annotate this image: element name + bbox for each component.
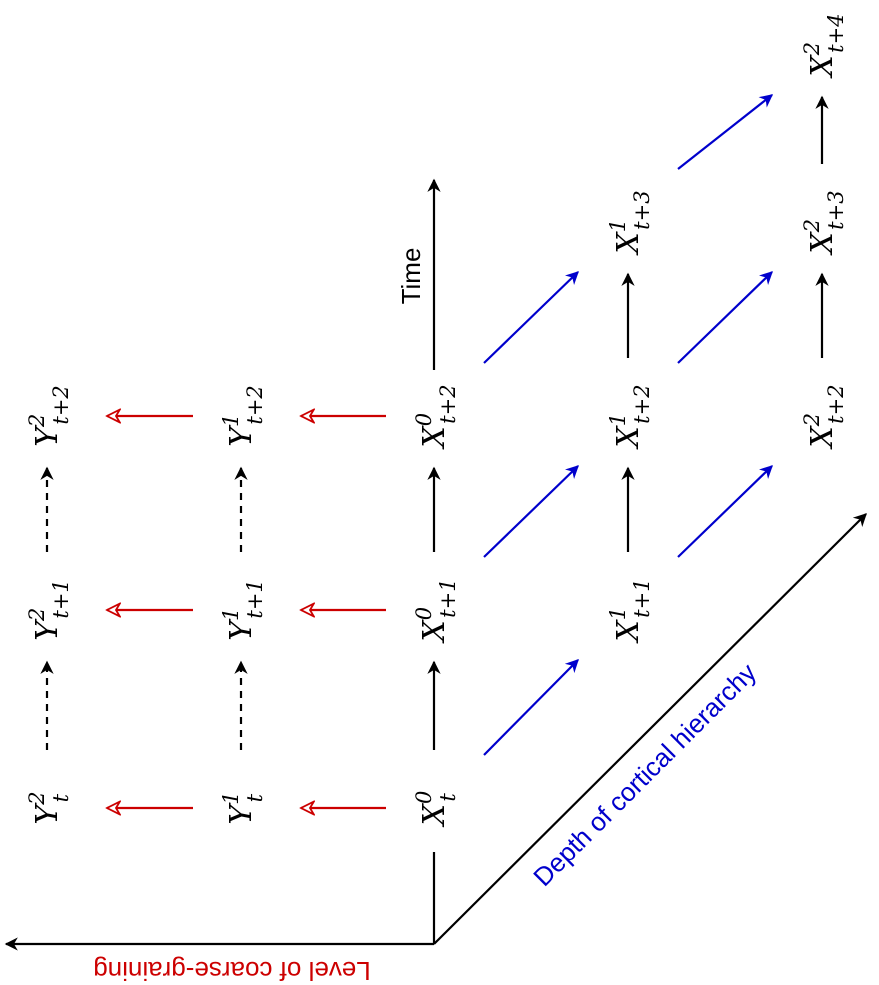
node-subscript: t+1 bbox=[436, 578, 460, 617]
node-variable: Y bbox=[30, 802, 65, 825]
node-superscript: 1 bbox=[219, 608, 243, 621]
node-superscript: 1 bbox=[219, 414, 243, 427]
node-variable: X bbox=[805, 54, 840, 79]
node-variable: X bbox=[611, 425, 646, 450]
node-superscript: 0 bbox=[412, 607, 436, 620]
node-y2-t1: Y2t+1 bbox=[25, 579, 73, 641]
node-superscript: 0 bbox=[412, 791, 436, 804]
time-axis-label: Time bbox=[396, 248, 426, 305]
node-subscript: t+2 bbox=[49, 385, 73, 424]
node-x0-t1: X0t+1 bbox=[412, 578, 460, 643]
depth-axis-line bbox=[433, 513, 867, 945]
node-x2-t3: X2t+3 bbox=[800, 190, 848, 255]
node-variable: X bbox=[611, 231, 646, 256]
depth-axis-label: Depth of cortical hierarchy bbox=[527, 657, 762, 892]
nodes: Y2tY2t+1Y2t+2Y1tY1t+1Y1t+2X0tX0t+1X0t+2X… bbox=[25, 13, 848, 827]
node-y2-t2: Y2t+2 bbox=[25, 385, 73, 447]
node-subscript: t bbox=[243, 793, 267, 802]
node-x0-t2: X0t+2 bbox=[412, 384, 460, 449]
node-x1-t1: X1t+1 bbox=[606, 578, 654, 643]
node-superscript: 1 bbox=[219, 791, 243, 804]
edges bbox=[40, 94, 829, 808]
node-variable: X bbox=[417, 802, 452, 827]
node-y1-t2: Y1t+2 bbox=[219, 385, 267, 447]
node-x2-t2: X2t+2 bbox=[800, 384, 848, 449]
node-variable: X bbox=[611, 619, 646, 644]
depth-arrow-x1_t2-to-x2_t3 bbox=[677, 271, 773, 364]
node-superscript: 2 bbox=[800, 219, 824, 233]
node-variable: Y bbox=[224, 424, 259, 447]
node-superscript: 2 bbox=[800, 413, 824, 427]
node-x0-t: X0t bbox=[412, 791, 460, 828]
depth-arrow-x1_t3-to-x2_t4 bbox=[677, 94, 774, 170]
node-y1-t: Y1t bbox=[219, 791, 267, 824]
node-variable: Y bbox=[224, 618, 259, 641]
node-superscript: 2 bbox=[25, 608, 49, 622]
node-variable: Y bbox=[30, 424, 65, 447]
coarse-axis-label: Level of coarse-graining bbox=[93, 956, 371, 985]
node-superscript: 1 bbox=[606, 413, 630, 426]
node-subscript: t+2 bbox=[243, 385, 267, 424]
node-y1-t1: Y1t+1 bbox=[219, 579, 267, 641]
node-subscript: t bbox=[49, 793, 73, 802]
node-y2-t: Y2t bbox=[25, 791, 73, 824]
node-subscript: t+4 bbox=[824, 13, 848, 52]
node-variable: X bbox=[805, 425, 840, 450]
node-variable: X bbox=[417, 425, 452, 450]
node-subscript: t bbox=[436, 793, 460, 802]
depth-arrow-x0_t2-to-x1_t3 bbox=[483, 271, 579, 364]
node-x2-t4: X2t+4 bbox=[800, 13, 848, 78]
node-variable: Y bbox=[30, 618, 65, 641]
node-subscript: t+1 bbox=[630, 578, 654, 617]
depth-arrow-x0_t-to-x1_t1 bbox=[483, 659, 579, 756]
depth-arrow-x0_t1-to-x1_t2 bbox=[483, 465, 579, 558]
node-variable: X bbox=[805, 231, 840, 256]
node-subscript: t+2 bbox=[436, 384, 460, 423]
node-variable: Y bbox=[224, 802, 259, 825]
node-superscript: 1 bbox=[606, 607, 630, 620]
node-variable: X bbox=[417, 619, 452, 644]
node-superscript: 0 bbox=[412, 413, 436, 426]
node-subscript: t+3 bbox=[824, 190, 848, 229]
node-subscript: t+3 bbox=[630, 190, 654, 229]
node-subscript: t+1 bbox=[243, 579, 267, 618]
node-superscript: 2 bbox=[25, 791, 49, 805]
node-x1-t3: X1t+3 bbox=[606, 190, 654, 255]
node-x1-t2: X1t+2 bbox=[606, 384, 654, 449]
node-superscript: 2 bbox=[25, 414, 49, 428]
node-subscript: t+2 bbox=[824, 384, 848, 423]
node-subscript: t+1 bbox=[49, 579, 73, 618]
node-superscript: 1 bbox=[606, 219, 630, 232]
depth-arrow-x1_t1-to-x2_t2 bbox=[677, 465, 773, 558]
node-subscript: t+2 bbox=[630, 384, 654, 423]
node-superscript: 2 bbox=[800, 42, 824, 56]
